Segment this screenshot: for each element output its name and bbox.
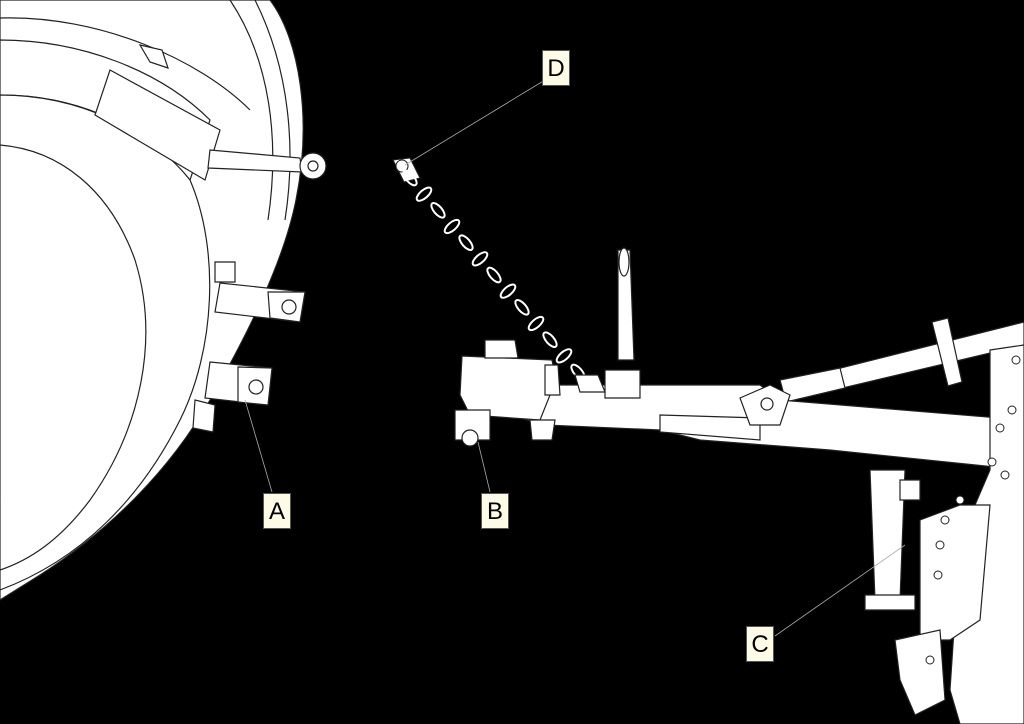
chain-links	[402, 169, 586, 381]
callout-label-a: A	[263, 493, 291, 529]
chain-link	[555, 348, 573, 364]
frame-bolts	[925, 355, 1021, 665]
chain-link	[486, 266, 502, 284]
leader-line-a	[244, 399, 273, 493]
frame-bolt	[935, 540, 945, 550]
chain-link	[527, 315, 545, 332]
frame-bolt	[987, 457, 997, 467]
top-link	[207, 149, 327, 180]
frame-bolt	[1000, 470, 1010, 480]
chain-link	[471, 251, 489, 267]
callout-label-b: B	[481, 493, 509, 529]
chain-link	[430, 202, 446, 219]
chain-link	[499, 283, 517, 299]
callout-label-d: D	[542, 50, 570, 86]
frame-bolt	[940, 515, 950, 525]
frame-bolt	[933, 570, 943, 580]
frame-bolt	[995, 423, 1005, 433]
leader-line-d	[404, 79, 546, 166]
chain-link	[443, 218, 461, 235]
frame-bolt	[1011, 355, 1021, 365]
leader-lines	[244, 79, 906, 637]
implement-drawbar	[454, 247, 1024, 471]
frame-bolt	[1007, 405, 1017, 415]
cultivator-frame	[864, 344, 1024, 724]
chain-link	[458, 234, 474, 251]
chain-link	[514, 299, 530, 316]
frame-bolt	[925, 655, 935, 665]
callout-label-c: C	[746, 626, 774, 662]
frame-bolt	[955, 495, 965, 505]
chain-link	[415, 186, 433, 202]
chain-link	[402, 169, 418, 187]
leader-line-b	[477, 441, 491, 493]
leader-line-c	[774, 544, 906, 637]
mudguard	[94, 44, 221, 181]
chain-link	[542, 331, 558, 348]
lower-hitch-arms	[192, 261, 306, 433]
